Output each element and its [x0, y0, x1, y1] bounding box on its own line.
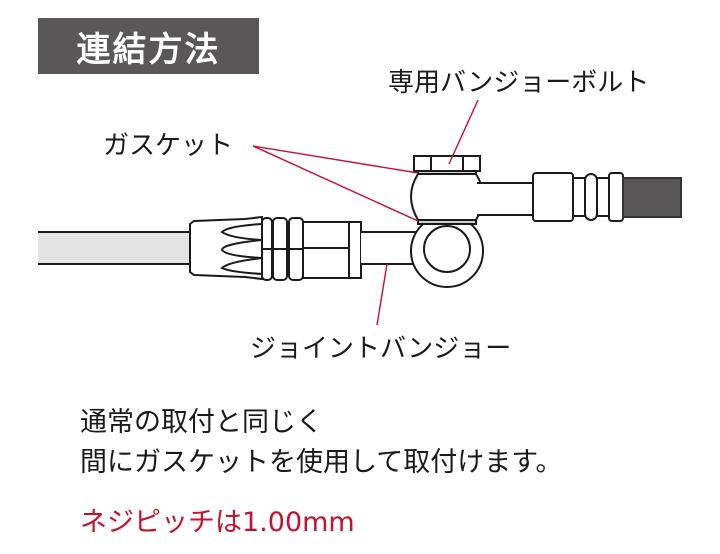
- hose-end-socket: [189, 215, 263, 281]
- hex-body: [302, 221, 362, 279]
- description-line-2: 間にガスケットを使用して取付けます。: [80, 447, 563, 478]
- left-hose: [38, 231, 190, 265]
- joint-banjo-label: ジョイントバンジョー: [250, 334, 512, 364]
- right-hose-fitting: [532, 172, 624, 222]
- gasket-label: ガスケット: [103, 131, 234, 161]
- description-line-1: 通常の取付と同じく: [80, 407, 323, 438]
- joint-banjo: [361, 214, 484, 288]
- right-hose: [622, 177, 682, 218]
- thread-pitch-note: ネジピッチは1.00mm: [80, 507, 355, 538]
- title-text: 連結方法: [76, 29, 221, 70]
- banjo-bolt-label: 専用バンジョーボルト: [388, 68, 650, 98]
- hex-nut-rings: [261, 217, 304, 281]
- bolt-banjo: [410, 173, 533, 221]
- leader-lines: [252, 99, 479, 326]
- description: 通常の取付と同じく 間にガスケットを使用して取付けます。: [80, 403, 563, 483]
- banjo-bolt-head: [413, 155, 481, 172]
- title-banner: 連結方法: [38, 18, 259, 74]
